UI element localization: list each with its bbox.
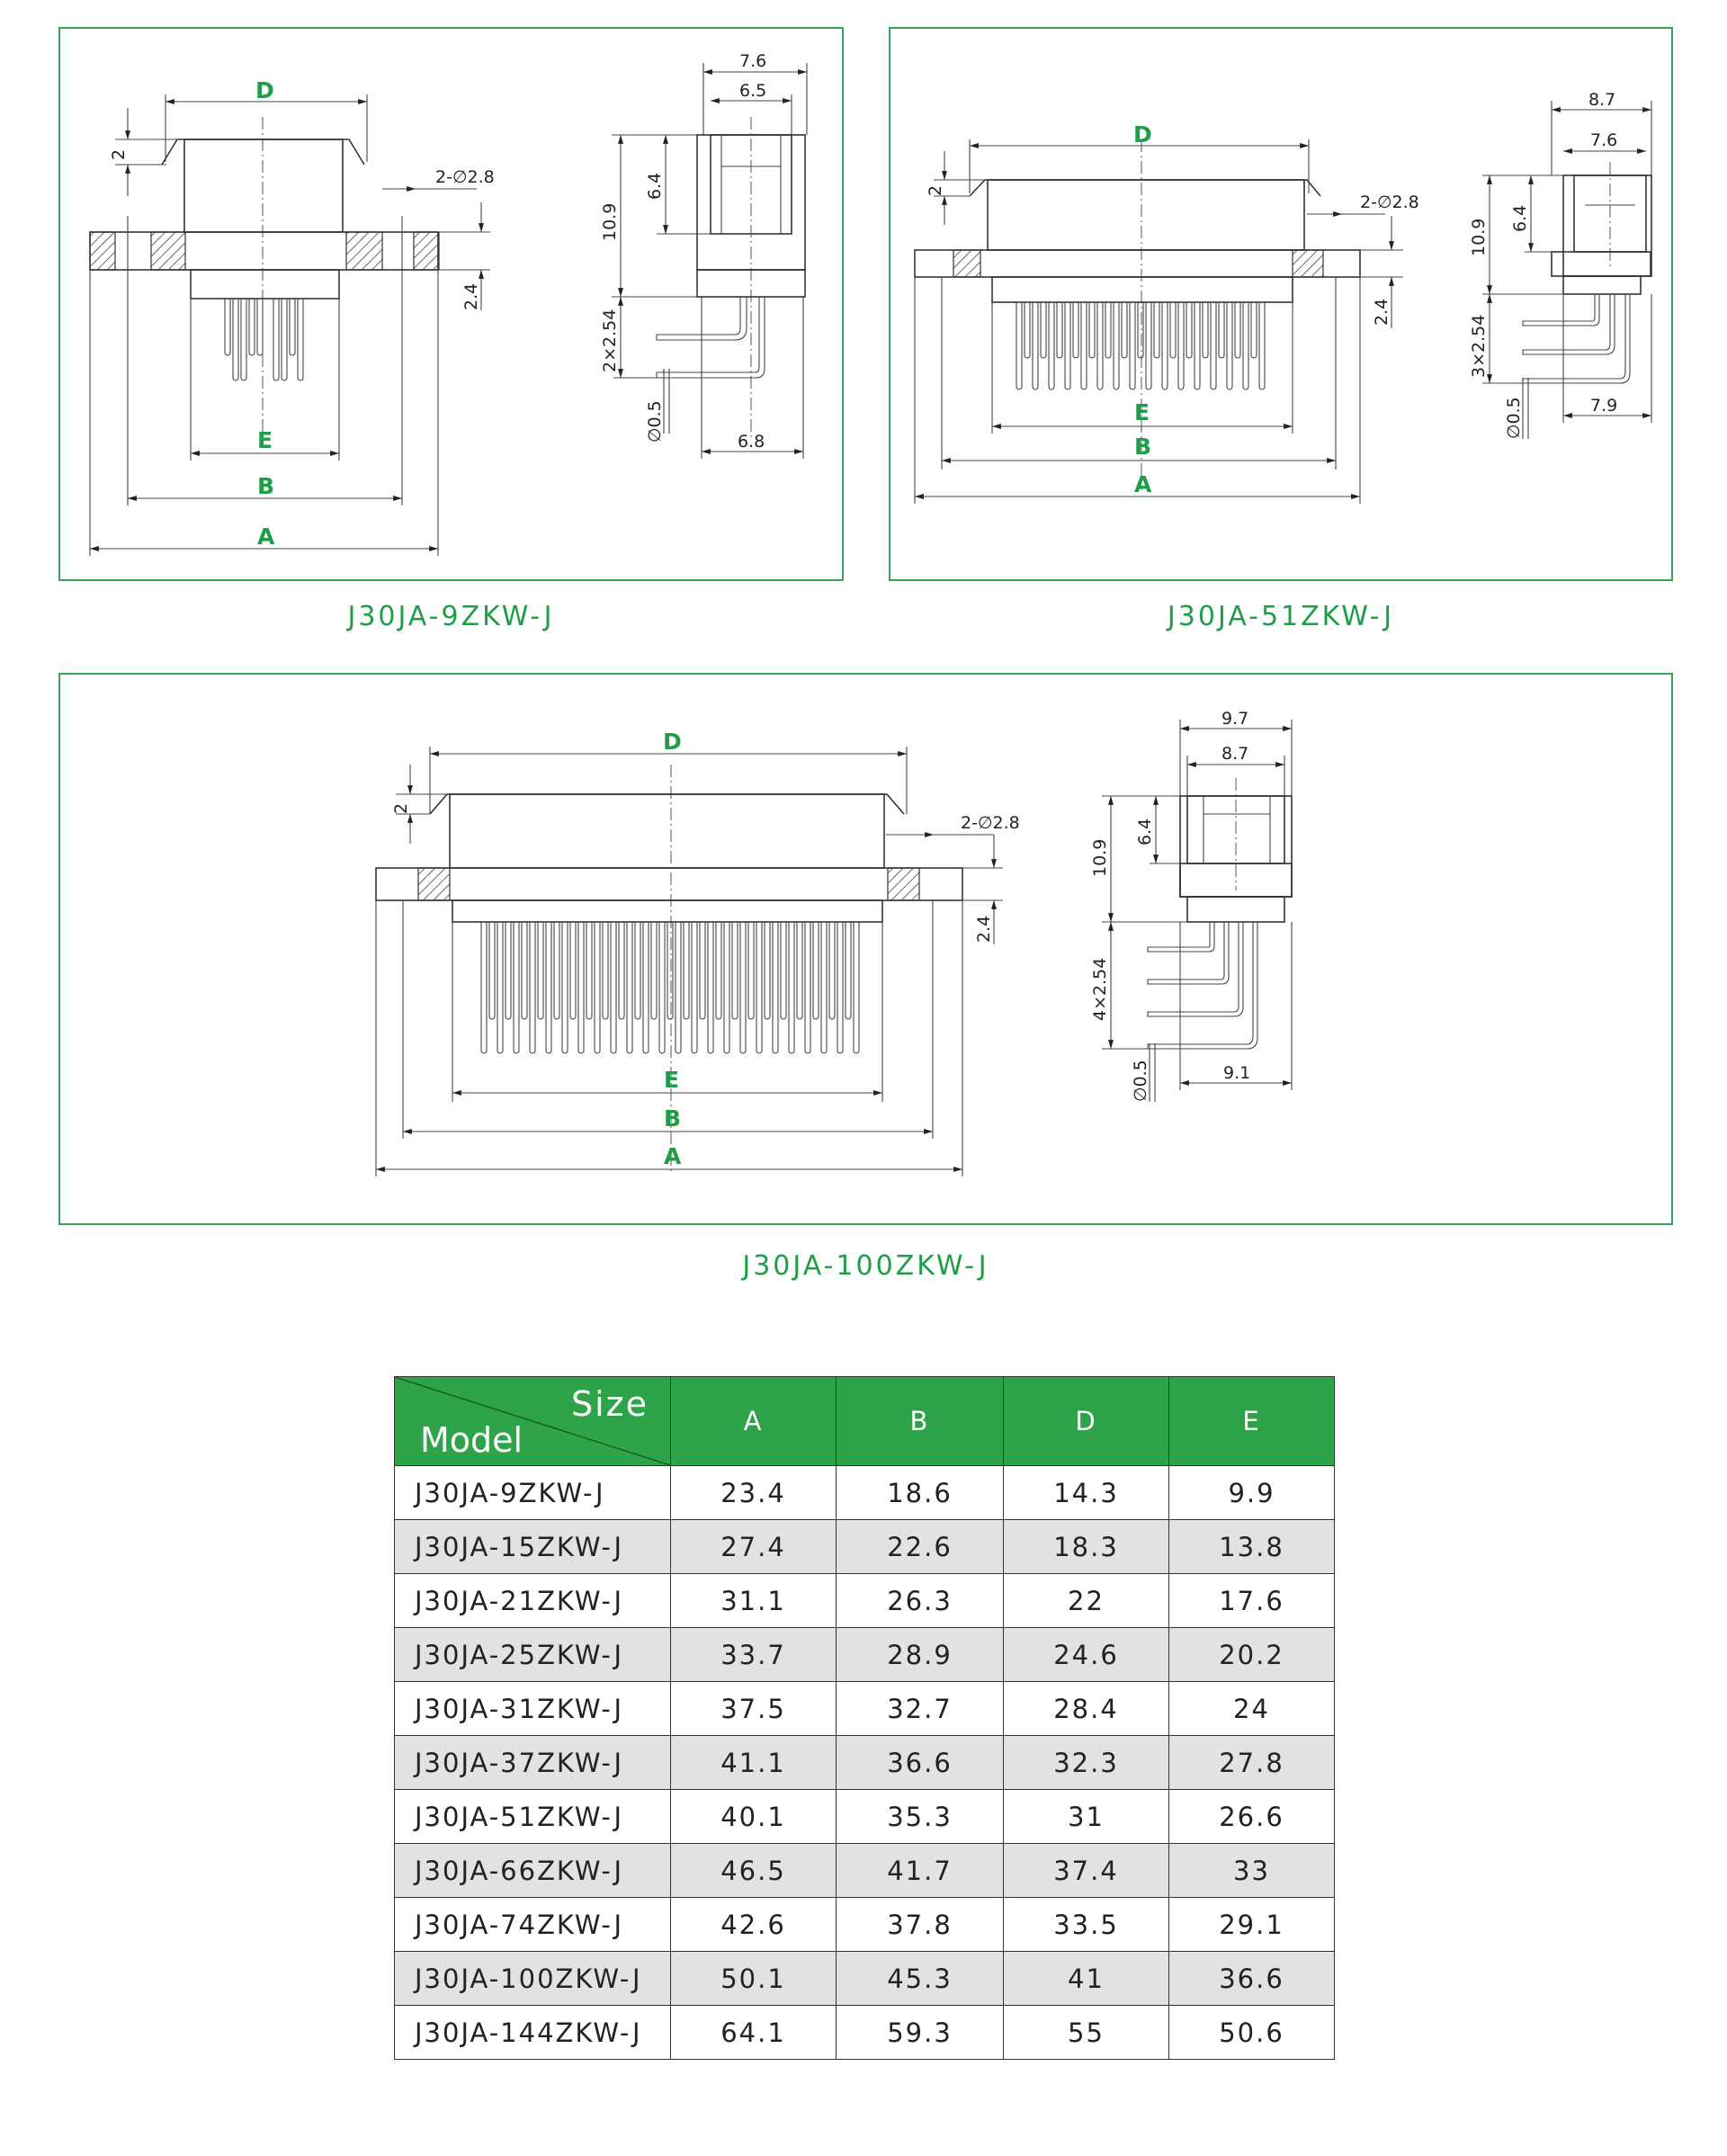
row-model: J30JA-37ZKW-J: [394, 1735, 671, 1790]
cell-A: 46.5: [670, 1843, 837, 1898]
cell-B: 32.7: [836, 1681, 1004, 1736]
row-model: J30JA-100ZKW-J: [394, 1951, 671, 2006]
cell-B: 45.3: [836, 1951, 1004, 2006]
cell-A: 41.1: [670, 1735, 837, 1790]
cell-D: 41: [1003, 1951, 1169, 2006]
cell-B: 26.3: [836, 1573, 1004, 1628]
cell-E: 17.6: [1168, 1573, 1335, 1628]
cell-D: 24.6: [1003, 1627, 1169, 1682]
cell-A: 23.4: [670, 1465, 837, 1520]
drawing-panel-51zkw: [889, 27, 1673, 581]
cell-A: 40.1: [670, 1789, 837, 1844]
header-col-B: B: [836, 1376, 1004, 1466]
caption-9zkw: J30JA-9ZKW-J: [347, 601, 555, 632]
row-model: J30JA-9ZKW-J: [394, 1465, 671, 1520]
cell-D: 33.5: [1003, 1897, 1169, 1952]
row-model: J30JA-144ZKW-J: [394, 2005, 671, 2060]
cell-E: 27.8: [1168, 1735, 1335, 1790]
drawing-panel-100zkw: [58, 673, 1673, 1225]
row-model: J30JA-51ZKW-J: [394, 1789, 671, 1844]
header-col-A: A: [670, 1376, 837, 1466]
cell-D: 14.3: [1003, 1465, 1169, 1520]
row-model: J30JA-21ZKW-J: [394, 1573, 671, 1628]
cell-A: 31.1: [670, 1573, 837, 1628]
row-model: J30JA-25ZKW-J: [394, 1627, 671, 1682]
cell-D: 55: [1003, 2005, 1169, 2060]
cell-E: 26.6: [1168, 1789, 1335, 1844]
cell-D: 31: [1003, 1789, 1169, 1844]
cell-B: 41.7: [836, 1843, 1004, 1898]
cell-A: 50.1: [670, 1951, 837, 2006]
cell-E: 20.2: [1168, 1627, 1335, 1682]
cell-B: 22.6: [836, 1519, 1004, 1574]
drawing-panel-9zkw: [58, 27, 844, 581]
cell-D: 18.3: [1003, 1519, 1169, 1574]
cell-A: 64.1: [670, 2005, 837, 2060]
cell-E: 13.8: [1168, 1519, 1335, 1574]
row-model: J30JA-15ZKW-J: [394, 1519, 671, 1574]
caption-100zkw: J30JA-100ZKW-J: [742, 1250, 989, 1282]
table-header-row: Size Model A B D E: [394, 1376, 1335, 1466]
cell-B: 35.3: [836, 1789, 1004, 1844]
cell-B: 37.8: [836, 1897, 1004, 1952]
cell-B: 28.9: [836, 1627, 1004, 1682]
row-model: J30JA-74ZKW-J: [394, 1897, 671, 1952]
cell-E: 9.9: [1168, 1465, 1335, 1520]
header-size-model: Size Model: [394, 1376, 671, 1466]
row-model: J30JA-31ZKW-J: [394, 1681, 671, 1736]
caption-51zkw: J30JA-51ZKW-J: [1167, 601, 1395, 632]
header-col-D: D: [1003, 1376, 1169, 1466]
cell-D: 37.4: [1003, 1843, 1169, 1898]
cell-E: 50.6: [1168, 2005, 1335, 2060]
cell-D: 28.4: [1003, 1681, 1169, 1736]
cell-D: 22: [1003, 1573, 1169, 1628]
cell-D: 32.3: [1003, 1735, 1169, 1790]
cell-A: 37.5: [670, 1681, 837, 1736]
cell-E: 29.1: [1168, 1897, 1335, 1952]
row-model: J30JA-66ZKW-J: [394, 1843, 671, 1898]
cell-B: 59.3: [836, 2005, 1004, 2060]
cell-E: 33: [1168, 1843, 1335, 1898]
cell-A: 42.6: [670, 1897, 837, 1952]
cell-B: 36.6: [836, 1735, 1004, 1790]
cell-A: 33.7: [670, 1627, 837, 1682]
cell-A: 27.4: [670, 1519, 837, 1574]
cell-E: 36.6: [1168, 1951, 1335, 2006]
cell-E: 24: [1168, 1681, 1335, 1736]
header-col-E: E: [1168, 1376, 1335, 1466]
cell-B: 18.6: [836, 1465, 1004, 1520]
